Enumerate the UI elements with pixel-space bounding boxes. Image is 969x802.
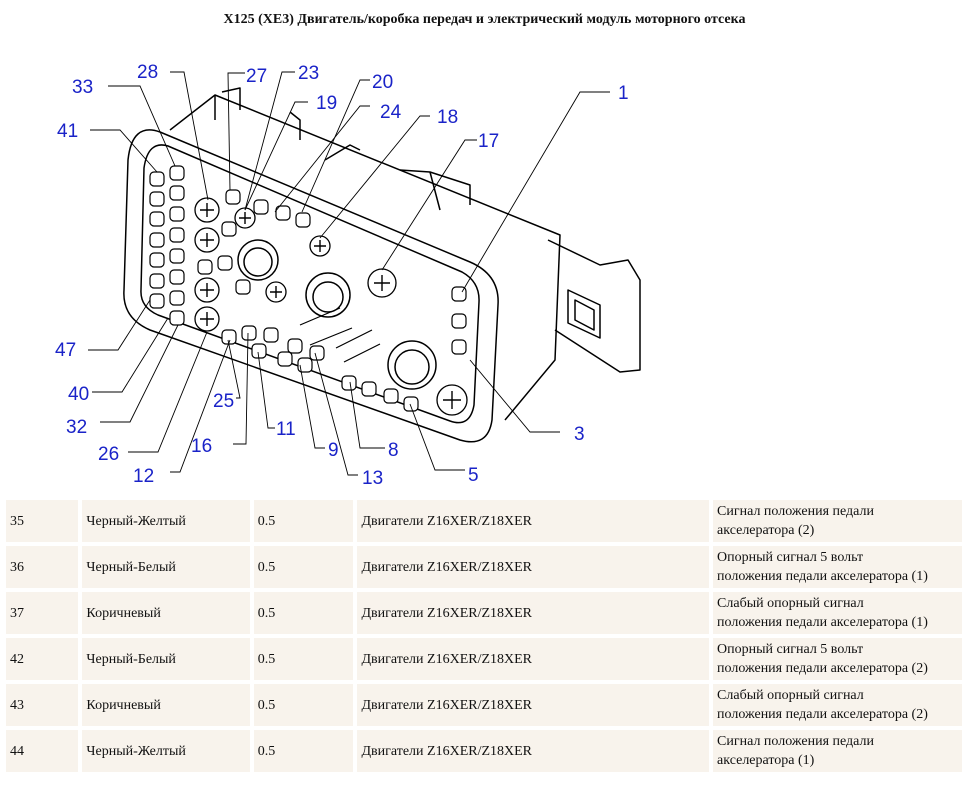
callout-23: 23 — [298, 63, 319, 84]
callout-5: 5 — [468, 465, 479, 486]
callout-19: 19 — [316, 93, 337, 114]
wire-size: 0.5 — [253, 730, 354, 772]
pin-number: 42 — [6, 638, 79, 680]
engine: Двигатели Z16XER/Z18XER — [357, 684, 710, 726]
pin-number: 36 — [6, 546, 79, 588]
table-row: 42 Черный-Белый 0.5 Двигатели Z16XER/Z18… — [6, 638, 962, 680]
pin-number: 37 — [6, 592, 79, 634]
wire-size: 0.5 — [253, 684, 354, 726]
callout-33: 33 — [72, 77, 93, 98]
engine: Двигатели Z16XER/Z18XER — [357, 500, 710, 542]
callout-13: 13 — [362, 468, 383, 489]
callout-25: 25 — [213, 391, 234, 412]
callout-8: 8 — [388, 440, 399, 461]
callout-24: 24 — [380, 102, 402, 123]
callout-17: 17 — [478, 131, 499, 152]
wire-color: Коричневый — [82, 592, 250, 634]
table-row: 43 Коричневый 0.5 Двигатели Z16XER/Z18XE… — [6, 684, 962, 726]
callout-1: 1 — [618, 83, 629, 104]
page-title: X125 (XE3) Двигатель/коробка передач и э… — [223, 12, 746, 27]
engine: Двигатели Z16XER/Z18XER — [357, 638, 710, 680]
wire-color: Черный-Белый — [82, 546, 250, 588]
callout-32: 32 — [66, 417, 87, 438]
callout-41: 41 — [57, 121, 78, 142]
callout-47: 47 — [55, 340, 76, 361]
pin-number: 43 — [6, 684, 79, 726]
callout-26: 26 — [98, 444, 119, 465]
wire-size: 0.5 — [253, 638, 354, 680]
wire-size: 0.5 — [253, 592, 354, 634]
connector-diagram: 1 3 5 8 9 11 12 13 16 17 18 19 20 23 24 … — [0, 40, 969, 495]
callout-40: 40 — [68, 384, 89, 405]
table-row: 35 Черный-Желтый 0.5 Двигатели Z16XER/Z1… — [6, 500, 962, 542]
wire-color: Черный-Желтый — [82, 500, 250, 542]
callout-16: 16 — [191, 436, 212, 457]
callout-27: 27 — [246, 66, 267, 87]
wire-color: Черный-Белый — [82, 638, 250, 680]
callout-11: 11 — [276, 419, 296, 440]
engine: Двигатели Z16XER/Z18XER — [357, 592, 710, 634]
wire-color: Черный-Желтый — [82, 730, 250, 772]
callout-18: 18 — [437, 107, 458, 128]
table-row: 36 Черный-Белый 0.5 Двигатели Z16XER/Z18… — [6, 546, 962, 588]
wire-size: 0.5 — [253, 546, 354, 588]
wire-size: 0.5 — [253, 500, 354, 542]
pin-table: 35 Черный-Желтый 0.5 Двигатели Z16XER/Z1… — [2, 496, 966, 776]
table-row: 44 Черный-Желтый 0.5 Двигатели Z16XER/Z1… — [6, 730, 962, 772]
table-row: 37 Коричневый 0.5 Двигатели Z16XER/Z18XE… — [6, 592, 962, 634]
callout-3: 3 — [574, 424, 585, 445]
pin-number: 35 — [6, 500, 79, 542]
pin-number: 44 — [6, 730, 79, 772]
callout-12: 12 — [133, 466, 154, 487]
callout-20: 20 — [372, 72, 393, 93]
engine: Двигатели Z16XER/Z18XER — [357, 730, 710, 772]
wire-color: Коричневый — [82, 684, 250, 726]
engine: Двигатели Z16XER/Z18XER — [357, 546, 710, 588]
callout-9: 9 — [328, 440, 339, 461]
callout-28: 28 — [137, 62, 158, 83]
